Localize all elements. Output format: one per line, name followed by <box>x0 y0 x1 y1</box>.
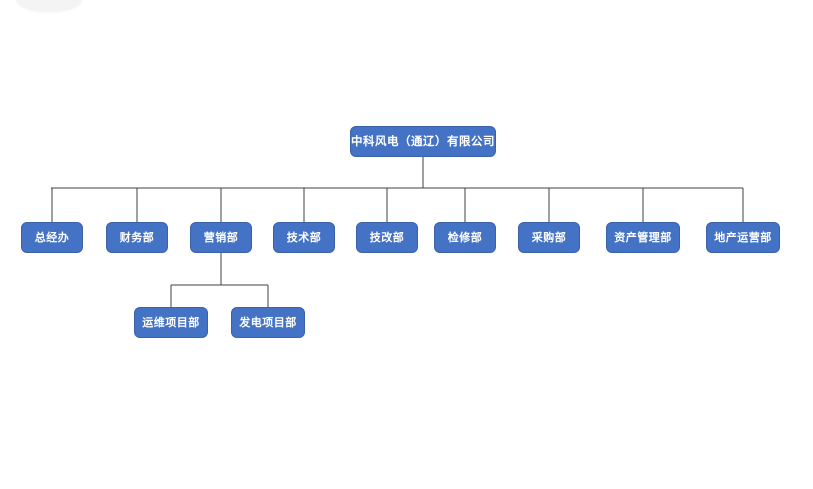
org-node-department[interactable]: 技术部 <box>273 222 335 253</box>
org-node-department[interactable]: 财务部 <box>106 222 168 253</box>
node-label: 地产运营部 <box>714 231 772 244</box>
org-node-sub-department[interactable]: 运维项目部 <box>134 307 208 338</box>
top-left-ellipse-artifact <box>16 0 82 12</box>
org-node-department[interactable]: 资产管理部 <box>606 222 680 253</box>
node-label: 采购部 <box>531 231 567 244</box>
node-label: 发电项目部 <box>239 316 297 329</box>
org-node-department[interactable]: 技改部 <box>356 222 418 253</box>
node-label: 资产管理部 <box>614 231 672 244</box>
org-node-department[interactable]: 营销部 <box>190 222 252 253</box>
node-label: 中科风电（通辽）有限公司 <box>351 133 495 148</box>
org-node-department[interactable]: 地产运营部 <box>706 222 780 253</box>
org-node-sub-department[interactable]: 发电项目部 <box>231 307 305 338</box>
node-label: 营销部 <box>203 231 239 244</box>
node-label: 总经办 <box>34 231 70 244</box>
node-label: 检修部 <box>447 231 483 244</box>
node-label: 技术部 <box>286 231 322 244</box>
org-node-department[interactable]: 总经办 <box>21 222 83 253</box>
node-label: 技改部 <box>369 231 405 244</box>
node-label: 财务部 <box>119 231 155 244</box>
org-node-department[interactable]: 采购部 <box>518 222 580 253</box>
org-node-root[interactable]: 中科风电（通辽）有限公司 <box>350 126 496 157</box>
node-label: 运维项目部 <box>142 316 200 329</box>
org-node-department[interactable]: 检修部 <box>434 222 496 253</box>
